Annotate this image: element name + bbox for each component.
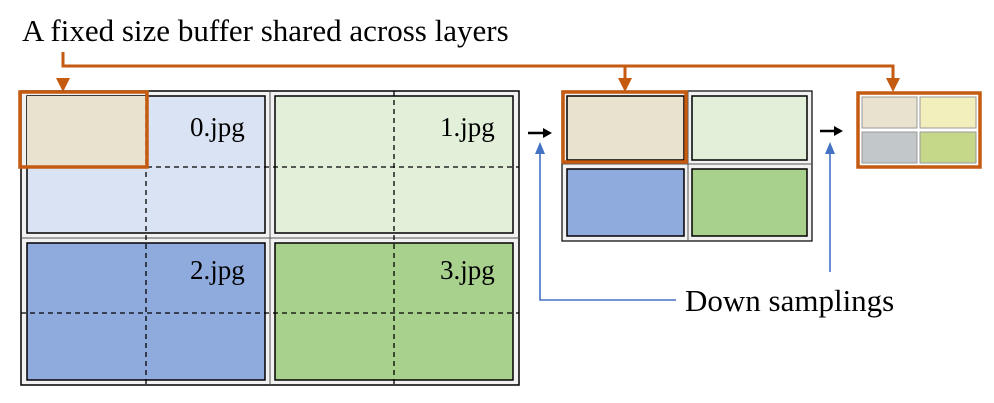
mid-cell-3 bbox=[691, 168, 808, 237]
small-cell-3 bbox=[919, 131, 977, 164]
buffer-connectors bbox=[61, 52, 895, 80]
arrow-right-1-head bbox=[543, 128, 552, 138]
small-cell-1 bbox=[919, 96, 977, 129]
downsampling-connector bbox=[539, 150, 831, 301]
mid-grid bbox=[561, 90, 813, 242]
buffer-box-small bbox=[856, 91, 982, 169]
buffer-box-mid bbox=[561, 90, 688, 164]
arrow-right-1 bbox=[528, 128, 552, 138]
buffer-connector-line bbox=[61, 52, 895, 80]
image-label-0: 0.jpg bbox=[190, 112, 245, 142]
buffer-arrowhead-right bbox=[886, 78, 900, 92]
buffer-arrowhead-left bbox=[56, 78, 70, 92]
image-label-1: 1.jpg bbox=[440, 112, 495, 142]
arrow-right-2 bbox=[820, 126, 843, 136]
image-label-2: 2.jpg bbox=[190, 255, 245, 285]
buffer-box-large bbox=[18, 90, 149, 169]
buffer-patch-fill bbox=[27, 96, 146, 167]
downsampling-arrowhead-left bbox=[535, 142, 545, 154]
downsampling-line-left bbox=[539, 150, 676, 301]
buffer-arrowhead-mid bbox=[618, 78, 632, 92]
downsampling-caption: Down samplings bbox=[685, 283, 894, 318]
mid-cell-1 bbox=[691, 95, 808, 161]
image-grid: 0.jpg 1.jpg 2.jpg 3.jpg bbox=[18, 90, 520, 386]
buffer-arrowheads bbox=[56, 78, 900, 92]
diagram-title: A fixed size buffer shared across layers bbox=[22, 13, 509, 48]
small-cell-2 bbox=[861, 131, 918, 164]
small-grid bbox=[856, 91, 982, 169]
mid-cell-0 bbox=[566, 95, 685, 161]
arrow-right-2-head bbox=[834, 126, 843, 136]
downsampling-arrowheads bbox=[535, 142, 835, 154]
image-label-3: 3.jpg bbox=[440, 255, 495, 285]
mid-cell-2 bbox=[566, 168, 685, 237]
small-cell-0 bbox=[861, 96, 918, 129]
downsampling-arrowhead-right bbox=[825, 142, 835, 154]
